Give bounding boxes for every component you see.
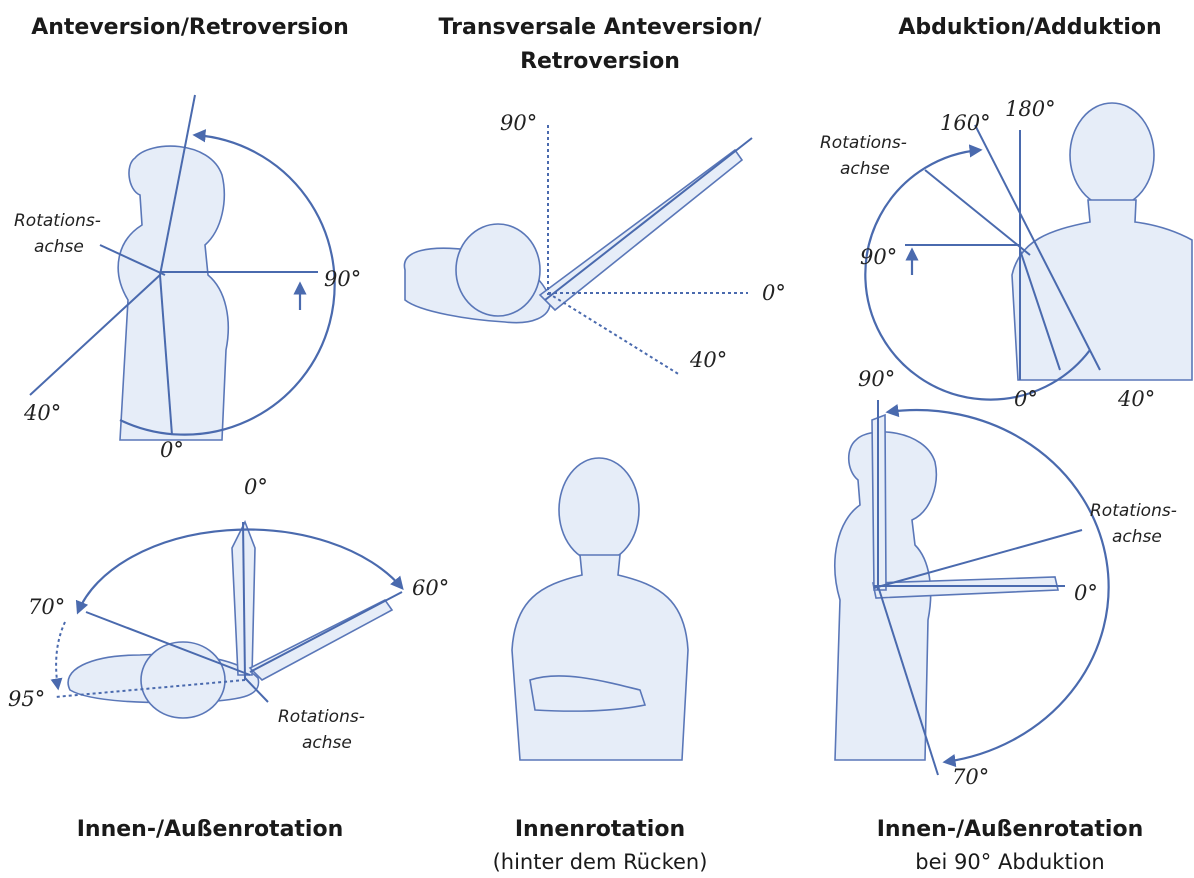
angle-160-label: 160° [940, 111, 991, 135]
panel-anteversion: Rotations- achse 90° 40° 0° [14, 95, 361, 462]
front-body-figure [1012, 103, 1192, 380]
top-view-body-figure [404, 150, 742, 323]
panel-transversale: 90° 0° 40° [404, 111, 785, 375]
angle-40-label: 40° [689, 348, 727, 372]
rotation-axis-label-2: achse [840, 159, 890, 179]
side-body-figure [835, 415, 1058, 760]
rotation-axis-label-2: achse [34, 237, 84, 257]
panel-abduktion: Rotations- achse 160° 180° 90° 0° 40° [820, 97, 1192, 411]
angle-0-label: 0° [244, 475, 268, 499]
angle-95-label: 95° [8, 687, 45, 711]
back-body-figure [512, 458, 688, 760]
angle-0-label: 0° [1014, 387, 1038, 411]
rotation-axis-label-1: Rotations- [14, 211, 101, 231]
rotation-axis-label-1: Rotations- [820, 133, 907, 153]
arm-line-diagonal [545, 138, 752, 300]
angle-90-label: 90° [500, 111, 537, 135]
dashed-40-line [548, 293, 680, 375]
rotation-axis-label-2: achse [302, 733, 352, 753]
rotation-axis-line [925, 170, 1030, 255]
side-body-figure [118, 146, 228, 440]
angle-70-label: 70° [28, 595, 65, 619]
top-view-body-figure [68, 522, 392, 718]
panel-rotation-90: 90° Rotations- achse 0° 70° [835, 367, 1177, 789]
angle-0-label: 0° [1074, 581, 1098, 605]
arc-dotted-95 [56, 622, 65, 688]
angle-0-label: 0° [160, 438, 184, 462]
angle-40-label: 40° [1117, 387, 1155, 411]
angle-90-label: 90° [324, 267, 361, 291]
rotation-axis-label-1: Rotations- [278, 707, 365, 727]
angle-180-label: 180° [1005, 97, 1056, 121]
panel-innenrotation [512, 458, 688, 760]
angle-40-label: 40° [23, 401, 61, 425]
angle-70-label: 70° [952, 765, 989, 789]
angle-60-label: 60° [412, 576, 449, 600]
angle-90-label: 90° [858, 367, 895, 391]
rotation-axis-label-2: achse [1112, 527, 1162, 547]
angle-0-label: 0° [762, 281, 786, 305]
rotation-axis-label-1: Rotations- [1090, 501, 1177, 521]
angle-90-label: 90° [860, 245, 897, 269]
panel-rotation: 0° 60° 70° 95° Rotations- achse [8, 475, 449, 753]
forearm-line-60 [250, 592, 402, 672]
